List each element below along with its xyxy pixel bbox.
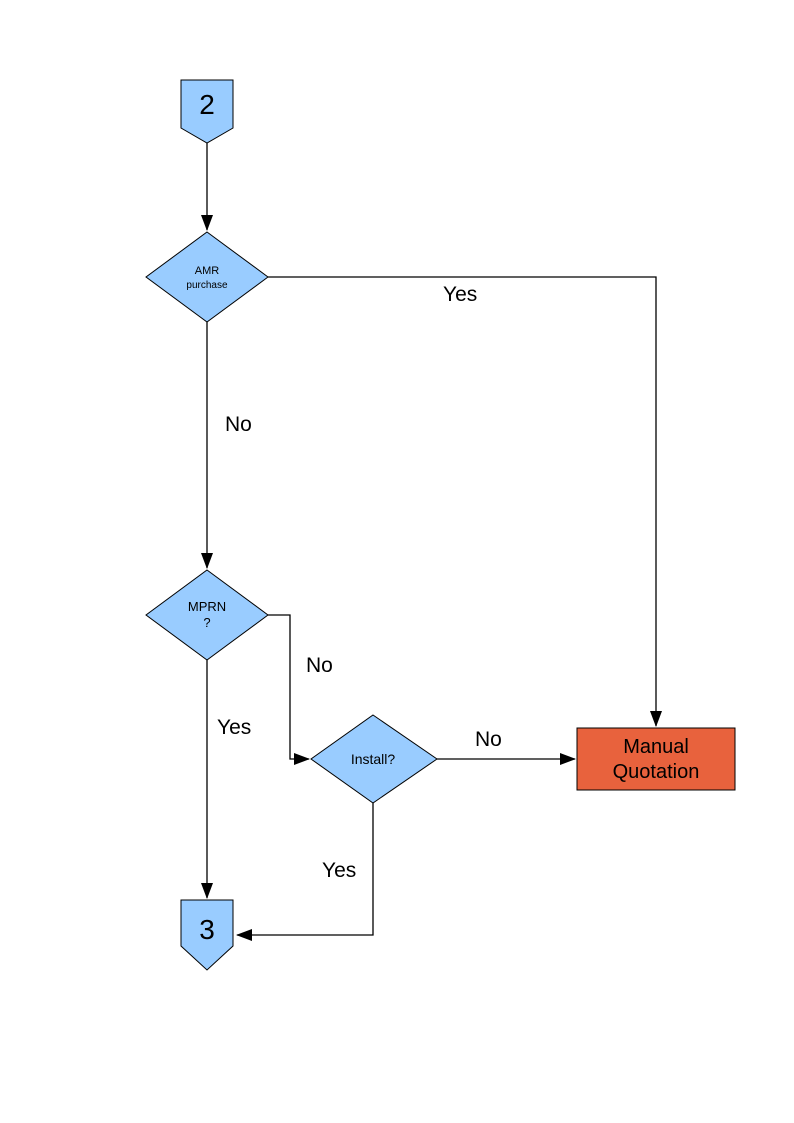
node-decision-install: Install?	[310, 714, 438, 804]
edge-label-mprn-yes: Yes	[217, 716, 251, 739]
manual-quotation-line1: Manual	[623, 736, 689, 758]
edge-amr-yes-to-manual-quotation	[268, 276, 662, 727]
install-diamond	[310, 714, 438, 804]
connector-3-label: 3	[199, 914, 215, 945]
amr-purchase-line1: AMR	[195, 265, 220, 277]
manual-quotation-line2: Quotation	[613, 761, 700, 783]
node-decision-mprn: MPRN ?	[145, 569, 269, 661]
edge-label-amr-no: No	[225, 413, 252, 436]
edge-mprn-no-to-install	[268, 614, 310, 765]
amr-purchase-line2: purchase	[186, 280, 228, 291]
manual-quotation-box	[576, 727, 736, 791]
edge-label-mprn-no: No	[306, 654, 333, 677]
mprn-line1: MPRN	[188, 599, 226, 614]
install-label: Install?	[351, 751, 396, 767]
node-connector-2: 2	[180, 79, 234, 144]
connector-3-shape	[180, 899, 234, 971]
edge-label-amr-yes: Yes	[443, 283, 477, 306]
mprn-diamond	[145, 569, 269, 661]
mprn-line2: ?	[203, 615, 210, 630]
connector-2-label: 2	[199, 89, 215, 120]
amr-purchase-diamond	[145, 231, 269, 323]
node-connector-3: 3	[180, 899, 234, 971]
edge-label-install-no: No	[475, 728, 502, 751]
connector-2-shape	[180, 79, 234, 144]
edge-install-yes-to-connector3	[236, 803, 374, 941]
node-process-manual-quotation: Manual Quotation	[576, 727, 736, 791]
node-decision-amr-purchase: AMR purchase	[145, 231, 269, 323]
edge-label-install-yes: Yes	[322, 859, 356, 882]
